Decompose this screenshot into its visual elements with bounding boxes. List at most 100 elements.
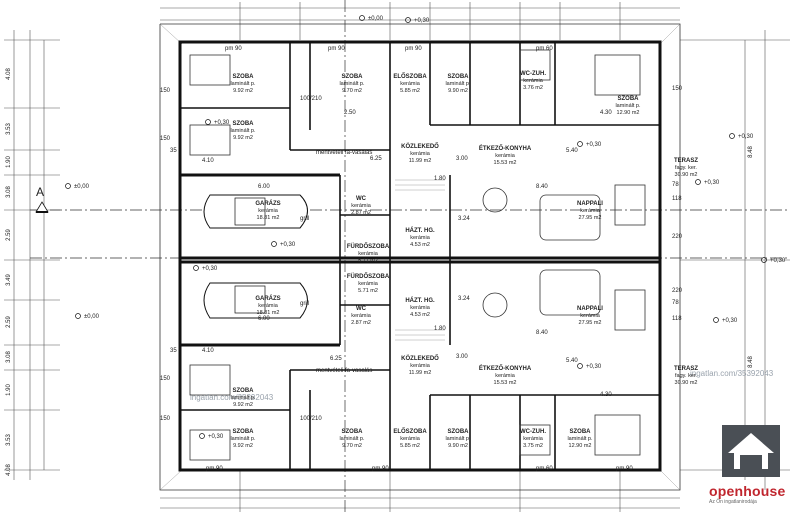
room-material: laminált p. <box>230 395 256 401</box>
room-material: laminált p. <box>339 436 365 442</box>
room-area: 9.92 m2 <box>233 135 253 141</box>
level-marker <box>199 433 205 439</box>
dimension-label: 78 <box>672 182 679 188</box>
room-area: 15.53 m2 <box>494 160 517 166</box>
level-marker <box>695 179 701 185</box>
dimension-label: 220 <box>672 234 683 240</box>
dimension-label: 1.80 <box>434 326 446 332</box>
room-name: KÖZLEKEDŐ <box>401 355 439 362</box>
dimension-label: 100/210 <box>300 96 322 102</box>
left-dimension: 1.90 <box>6 156 12 168</box>
room-area: 9.92 m2 <box>233 443 253 449</box>
spot-level: +0,30 <box>770 258 786 264</box>
room-name: GARÁZS <box>255 200 280 207</box>
dimension-label: 5.40 <box>566 358 578 364</box>
level-marker <box>405 17 411 23</box>
room-name: SZOBA <box>342 429 364 435</box>
level-marker <box>75 313 81 319</box>
misc-dimension-labels: 15015015015035352.504.104.106.006.006.25… <box>160 86 683 422</box>
dimension-label: 150 <box>160 376 171 382</box>
spot-level: ±0,00 <box>84 314 100 320</box>
room-material: laminált p. <box>445 81 471 87</box>
room-area: 12.90 m2 <box>617 110 640 116</box>
room-area: 9.92 m2 <box>233 402 253 408</box>
right-dimension-lines <box>680 30 790 490</box>
stair-hatch <box>395 179 445 341</box>
dimension-label: 100/210 <box>300 416 322 422</box>
room-area: 2.87 m2 <box>351 320 371 326</box>
room-area: 30.90 m2 <box>675 172 698 178</box>
room-name: SZOBA <box>342 74 364 80</box>
dimension-label: 150 <box>672 86 683 92</box>
room-name: WC <box>356 196 367 202</box>
room-name: NAPPALI <box>577 306 603 312</box>
dimension-label: 5.40 <box>566 148 578 154</box>
level-marker <box>577 363 583 369</box>
brand-subtitle: Az Ön ingatlanirodája <box>709 499 757 505</box>
top-dimension-lines <box>160 2 680 512</box>
dimension-label: 2.50 <box>344 110 356 116</box>
room-material: kerámia <box>580 208 601 214</box>
top-dimension: pm 60 <box>536 466 553 472</box>
brand-logo-box <box>722 425 780 477</box>
left-dimension: 3.08 <box>6 351 12 363</box>
room-material: fagy. ker. <box>675 373 697 379</box>
dimension-label: 4.10 <box>202 158 214 164</box>
dimension-label: 118 <box>672 316 682 322</box>
spot-level: +0,30 <box>202 266 218 272</box>
dimension-label: 4.30 <box>600 392 612 398</box>
level-marker <box>193 265 199 271</box>
top-dimension: pm 90 <box>206 466 223 472</box>
top-dimension: pm 90 <box>405 46 422 52</box>
dimension-label: 6.00 <box>258 316 270 322</box>
room-name: WC-ZUH. <box>520 429 546 435</box>
room-name: HÁZT. HG. <box>405 297 435 304</box>
room-area: 18.81 m2 <box>257 215 280 221</box>
room-area: 9.90 m2 <box>448 88 468 94</box>
spot-level: +0,30 <box>586 364 602 370</box>
room-area: 18.81 m2 <box>257 310 280 316</box>
room-area: 5.85 m2 <box>400 443 420 449</box>
room-name: TERASZ <box>674 366 698 372</box>
room-area: 27.95 m2 <box>579 320 602 326</box>
dimension-label: 8.40 <box>536 330 548 336</box>
left-dimension: 2.59 <box>6 229 12 241</box>
room-name: SZOBA <box>233 74 255 80</box>
spot-level: +0,30 <box>208 434 224 440</box>
dimension-label: 78 <box>672 300 679 306</box>
right-dimension-values: 8.488.48 <box>748 146 754 368</box>
left-dimension: 3.08 <box>6 186 12 198</box>
room-name: WC <box>356 306 367 312</box>
room-name: ELŐSZOBA <box>393 428 427 435</box>
room-area: 5.71 m2 <box>358 288 378 294</box>
room-material: kerámia <box>410 235 431 241</box>
top-dimension: pm 90 <box>328 46 345 52</box>
room-material: kerámia <box>258 208 279 214</box>
spot-level: ±0,00 <box>74 184 90 190</box>
left-dimension: 4.08 <box>6 464 12 476</box>
level-marker <box>205 119 211 125</box>
dimension-label: mentvételi fa-vasalás <box>316 368 372 374</box>
room-area: 5.85 m2 <box>400 88 420 94</box>
level-marker <box>271 241 277 247</box>
room-material: laminált p. <box>230 436 256 442</box>
room-material: kerámia <box>358 251 379 257</box>
dimension-label: 3.24 <box>458 216 470 222</box>
room-area: 3.76 m2 <box>523 85 543 91</box>
room-name: FÜRDŐSZOBA <box>347 273 390 280</box>
room-area: 9.92 m2 <box>233 88 253 94</box>
dimension-label: mentvételi fa-vasalás <box>316 150 372 156</box>
dimension-label: 4.30 <box>600 110 612 116</box>
dimension-label: 118 <box>672 196 682 202</box>
top-dimension: pm 90 <box>225 46 242 52</box>
room-material: kerámia <box>410 151 431 157</box>
dimension-label: 3.00 <box>456 156 468 162</box>
room-name: SZOBA <box>233 388 255 394</box>
room-area: 9.90 m2 <box>448 443 468 449</box>
room-name: NAPPALI <box>577 201 603 207</box>
spot-level: ±0,00 <box>368 16 384 22</box>
watermark-left: ingatlan.com/35392043 <box>190 393 274 402</box>
dimension-label: grill <box>300 301 309 307</box>
